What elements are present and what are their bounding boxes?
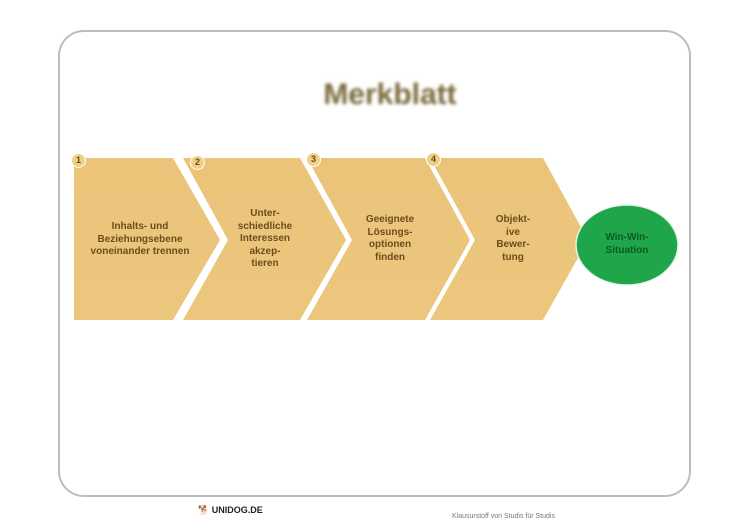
step-number-badge: 4 (426, 152, 441, 167)
dog-icon: 🐕 (198, 505, 210, 515)
step-number-badge: 1 (71, 153, 86, 168)
label-line: Geeignete (365, 214, 415, 225)
page-frame (58, 30, 691, 497)
footer-text: Klausurstoff von Studis für Studis (452, 513, 555, 520)
label-line: Lösungs- (367, 226, 413, 238)
step-3-label: Geeignete Lösungs- optionen finden (350, 214, 430, 264)
label-line: optionen (368, 239, 412, 250)
chevron-step-2 (183, 158, 346, 320)
label-line: voneinander trennen (90, 246, 190, 257)
chevron-step-4 (430, 158, 588, 320)
chevron-step-1 (74, 158, 220, 320)
label-line: Bewer- (496, 239, 530, 250)
step-2-label: Unter- schiedliche Interessen akzep- tie… (225, 208, 305, 270)
result-label: Win-Win- Situation (585, 232, 669, 257)
label-line: tung (502, 251, 524, 263)
result-circle (575, 204, 679, 286)
step-4-label: Objekt- ive Bewer- tung (473, 214, 553, 264)
label-line: tieren (251, 258, 279, 269)
label-line: Win-Win- (605, 232, 649, 243)
label-line: akzep- (249, 245, 281, 257)
logo-text: UNIDOG.DE (211, 505, 263, 515)
label-line: ive (506, 226, 520, 238)
label-line: Objekt- (495, 214, 531, 225)
step-number-badge: 3 (306, 152, 321, 167)
page-title: Merkblatt (323, 78, 457, 111)
label-line: Beziehungsebene (97, 233, 183, 245)
label-line: Unter- (250, 208, 280, 219)
step-1-label: Inhalts- und Beziehungsebene voneinander… (80, 221, 200, 259)
label-line: schiedliche (237, 220, 293, 232)
chevron-step-3 (307, 158, 470, 320)
label-line: Situation (605, 244, 649, 256)
step-number-badge: 2 (190, 155, 205, 170)
label-line: Interessen (239, 233, 291, 244)
unidog-logo: 🐕 UNIDOG.DE (198, 505, 263, 516)
label-line: Inhalts- und (111, 221, 169, 232)
label-line: finden (375, 251, 405, 263)
